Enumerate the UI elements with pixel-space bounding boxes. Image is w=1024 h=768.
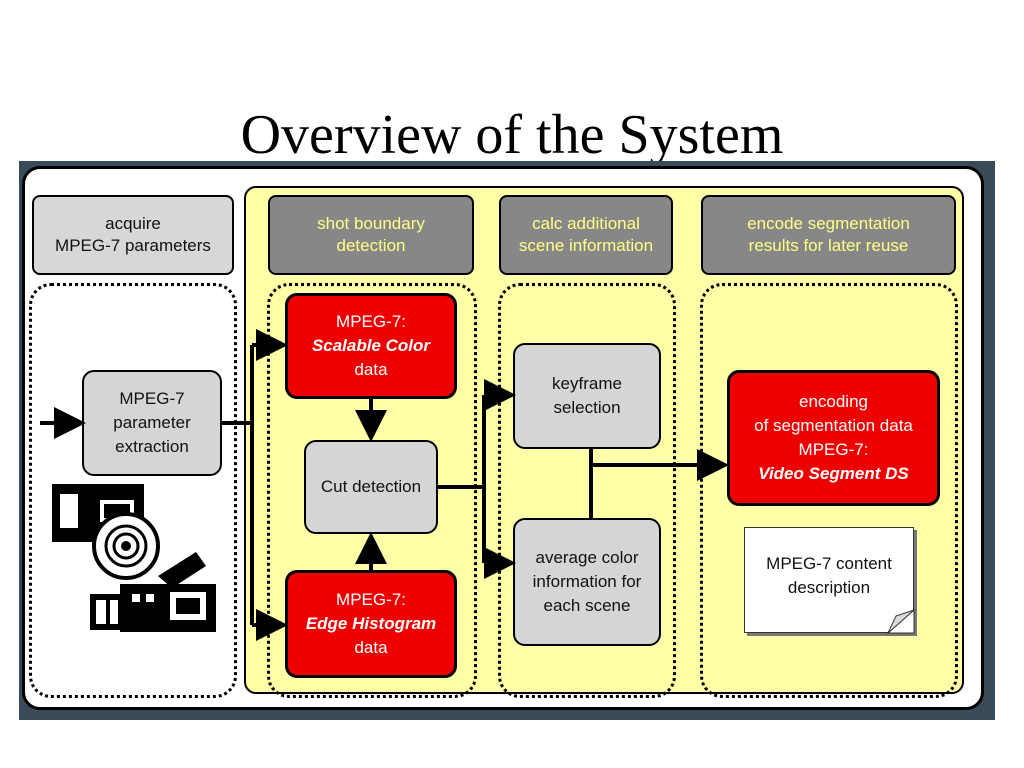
- scalable-color-prefix: MPEG-7:: [336, 312, 406, 331]
- video-camera-icon: [90, 552, 216, 632]
- disc-icon: [92, 512, 160, 580]
- keyframe-selection-box: keyframe selection: [513, 343, 661, 449]
- slide-title: Overview of the System: [240, 104, 784, 166]
- scalable-color-label: Scalable Color: [311, 336, 431, 355]
- header-encode-results: encode segmentation results for later re…: [701, 195, 956, 275]
- header-calc-scene-info: calc additional scene information: [499, 195, 673, 275]
- encode-stage: [700, 283, 958, 698]
- edge-histogram-label: Edge Histogram: [305, 614, 437, 633]
- content-description-note: MPEG-7 content description: [744, 527, 914, 633]
- edge-histogram-prefix: MPEG-7:: [336, 590, 406, 609]
- calc-stage: [498, 283, 676, 698]
- header-shot-boundary: shot boundary detection: [268, 195, 474, 275]
- edge-histogram-box: MPEG-7: Edge Histogram data: [285, 570, 457, 678]
- acquire-stage: [29, 283, 237, 698]
- scalable-color-box: MPEG-7: Scalable Color data: [285, 293, 457, 399]
- media-icons: [52, 484, 216, 632]
- header-acquire: acquire MPEG-7 parameters: [32, 195, 234, 275]
- encoding-text: encoding of segmentation data MPEG-7:: [754, 392, 913, 459]
- video-segment-ds-label: Video Segment DS: [758, 464, 909, 483]
- shot-stage: [267, 283, 477, 698]
- scalable-color-suffix: data: [354, 360, 388, 379]
- encoding-segmentation-box: encoding of segmentation data MPEG-7: Vi…: [727, 370, 940, 506]
- average-color-box: average color information for each scene: [513, 518, 661, 646]
- edge-histogram-suffix: data: [354, 638, 388, 657]
